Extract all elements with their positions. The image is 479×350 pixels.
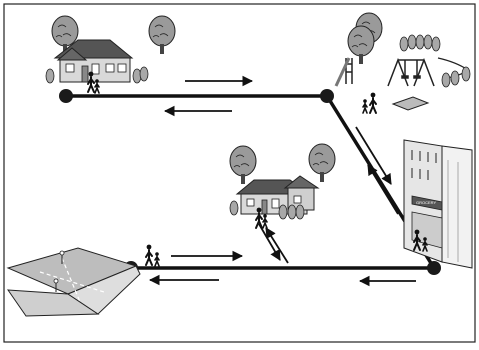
shrub-icon [431,36,441,52]
tree-icon [148,15,176,55]
playground-scene [334,12,471,114]
child-icon [94,78,100,94]
store-sign-label: GROCERY [416,200,436,205]
child-icon [262,213,268,229]
shrub-icon [278,204,288,220]
child-icon [154,251,160,267]
neighbor-house-scene [229,143,336,229]
shrub-icon [287,204,297,220]
arrow-down-icon [355,126,392,185]
shrub-icon [295,204,305,220]
house-scene [45,15,176,94]
route-path [59,89,441,275]
arrow-up-icon [265,227,289,264]
node-home [59,89,73,103]
arrow-down-icon [258,223,281,261]
house-icon [53,39,134,83]
corner-store-scene: GROCERY [403,139,473,269]
store-sign [411,195,443,211]
shrub-icon [229,200,239,216]
tree-icon [229,145,257,185]
shrub-icon [139,66,149,82]
shrub-icon [415,34,425,50]
direction-arrows [148,75,416,287]
swing-icon [387,57,435,87]
child-icon [362,98,368,114]
sandbox-icon [391,96,430,111]
node-playground [320,89,334,103]
shrub-icon [423,34,433,50]
store-icon: GROCERY [403,139,473,269]
shrub-icon [45,68,55,84]
street-intersection-icon [6,247,141,317]
pedestrian-icon [145,243,153,266]
house-icon [235,175,320,215]
frame-border [3,3,476,343]
shrub-icon [441,72,451,88]
shrub-icon [461,66,471,82]
shrub-icon [399,36,409,52]
arrow-up-icon [367,164,399,215]
crossroads-scene [6,243,160,317]
slide-icon [334,57,353,87]
node-store [427,261,441,275]
shrub-icon [450,70,460,86]
pedestrian-icon [87,70,95,93]
tree-icon [308,143,336,183]
pedestrian-icon [369,91,377,114]
shrub-icon [407,34,417,50]
